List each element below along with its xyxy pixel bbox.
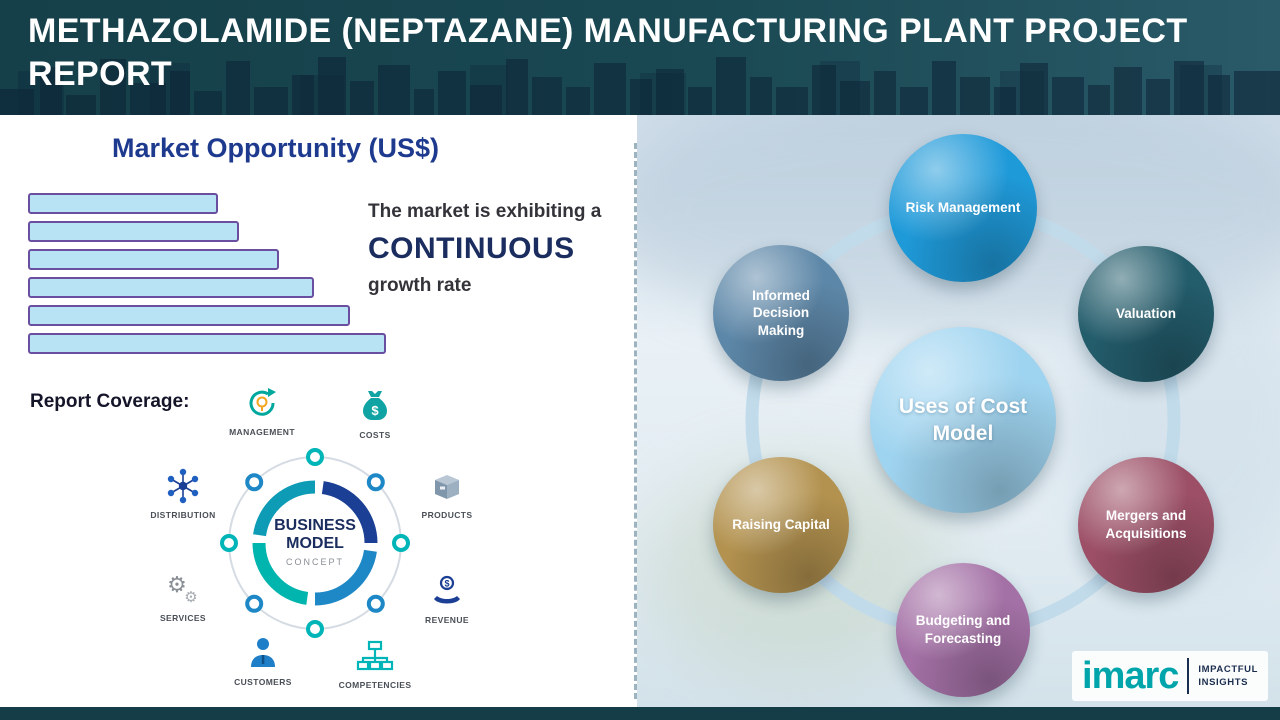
bottom-strip [0,707,1280,720]
banner: METHAZOLAMIDE (NEPTAZANE) MANUFACTURING … [0,0,1280,115]
center-circle-label: Uses of Cost Model [898,394,1028,445]
market-text-line2: growth rate [368,275,472,296]
money-bag-icon: $ [363,391,387,420]
business-model-word3: CONCEPT [285,556,344,567]
report-coverage-label: Report Coverage: [30,391,190,412]
bm-item-products: PRODUCTS [399,466,495,520]
market-text-line1: The market is exhibiting a [368,201,602,222]
risk-management-circle: Risk Management [889,134,1037,282]
network-icon [167,468,199,504]
bm-item-label: PRODUCTS [421,510,473,520]
market-bar [28,333,386,354]
logo-tagline: IMPACTFUL INSIGHTS [1198,663,1258,690]
logo-tagline-line2: INSIGHTS [1198,677,1249,688]
circle-label: Informed Decision Making [752,287,810,338]
bm-item-customers: CUSTOMERS [215,633,311,687]
business-model-word2: MODEL [286,535,344,553]
box-icon [435,475,459,499]
raising-capital-circle: Raising Capital [713,457,849,593]
bm-item-competencies: COMPETENCIES [327,636,423,690]
city-skyline-graphic [0,57,1280,115]
informed-decision-making-circle: Informed Decision Making [713,245,849,381]
svg-text:$: $ [371,403,379,418]
idea-recycle-icon [249,388,276,416]
bm-item-label: CUSTOMERS [234,677,292,687]
logo-tagline-line1: IMPACTFUL [1198,663,1258,675]
bm-item-label: COMPETENCIES [338,680,412,690]
gears-icon: ⚙ ⚙ [167,573,198,606]
business-model-ring-graphic [220,448,410,638]
circle-label: Budgeting and Forecasting [915,613,1011,646]
bm-item-costs: $ COSTS [327,386,423,440]
report-title: METHAZOLAMIDE (NEPTAZANE) MANUFACTURING … [28,12,1188,93]
svg-text:$: $ [444,579,449,589]
person-icon [251,638,275,667]
valuation-circle: Valuation [1078,246,1214,382]
bm-item-label: MANAGEMENT [229,427,295,437]
business-model-word1: BUSINESS [274,517,356,534]
uses-of-cost-model-center-circle: Uses of Cost Model [870,327,1056,513]
market-growth-text: The market is exhibiting a CONTINUOUS gr… [368,201,628,297]
circle-label: Raising Capital [732,517,830,533]
svg-text:⚙: ⚙ [167,573,187,598]
market-text-emphasis: CONTINUOUS [368,232,575,265]
circle-label: Mergers and Acquisitions [1105,508,1187,541]
market-bar [28,193,218,214]
bm-item-management: MANAGEMENT [214,383,310,437]
business-model-center-label: BUSINESS MODEL CONCEPT [253,517,377,567]
hand-coin-icon: $ [434,575,460,604]
budgeting-forecasting-circle: Budgeting and Forecasting [896,563,1030,697]
market-bar [28,305,350,326]
circle-label: Risk Management [905,200,1021,216]
content-area: Market Opportunity (US$) The market is e… [0,115,1280,707]
uses-of-cost-model-diagram: Uses of Cost Model Risk Management Valua… [637,115,1280,707]
circle-label: Valuation [1115,306,1176,322]
bm-item-label: SERVICES [159,613,207,623]
market-bars [28,193,386,361]
bm-item-distribution: DISTRIBUTION [135,466,231,520]
market-bar [28,221,239,242]
market-opportunity-heading: Market Opportunity (US$) [112,133,440,163]
logo-divider [1187,658,1190,694]
market-bar [28,249,279,270]
market-bar [28,277,314,298]
imarc-logo-wordmark: imarc [1082,655,1179,697]
mergers-acquisitions-circle: Mergers and Acquisitions [1078,457,1214,593]
svg-text:⚙: ⚙ [184,588,197,606]
left-panel: Market Opportunity (US$) The market is e… [0,115,636,707]
bm-item-label: REVENUE [425,615,469,625]
dashed-divider [634,143,637,699]
imarc-logo: imarc IMPACTFUL INSIGHTS [1072,651,1268,701]
bm-item-label: DISTRIBUTION [150,510,216,520]
bm-item-label: COSTS [359,430,391,440]
org-chart-icon [356,640,394,671]
bm-item-revenue: $ REVENUE [399,571,495,625]
bm-item-services: ⚙ ⚙ SERVICES [135,569,231,623]
